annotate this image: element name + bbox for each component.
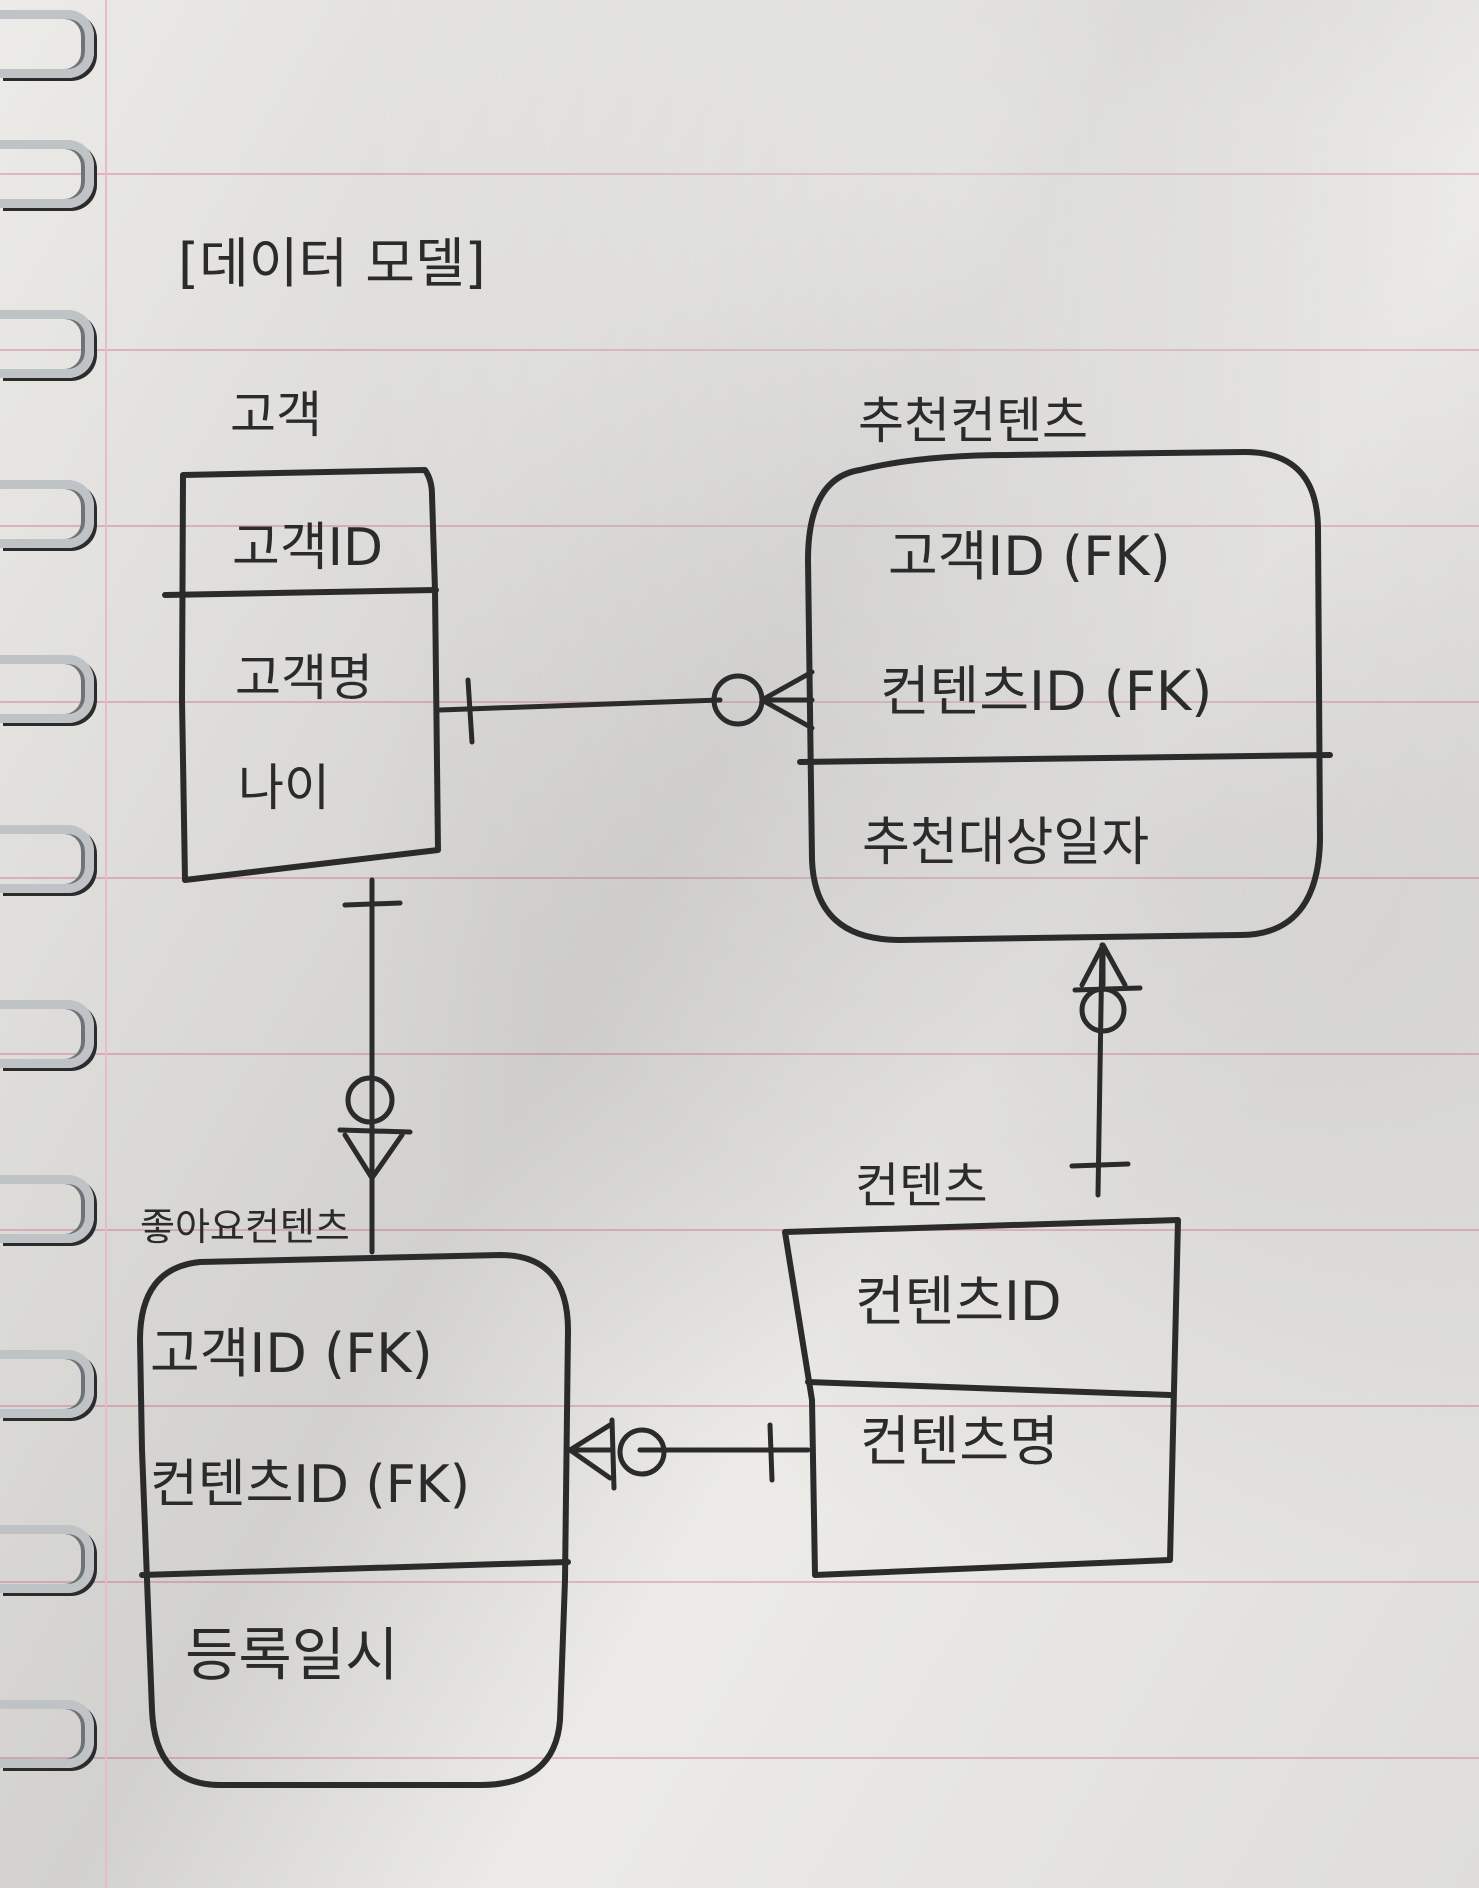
entity-recommended-box	[805, 449, 1323, 943]
spiral-ring	[0, 1525, 94, 1593]
zero-circle-marker	[345, 1075, 395, 1125]
entity-liked-key: 고객ID (FK)	[150, 1322, 433, 1385]
spiral-ring	[0, 310, 94, 378]
spiral-ring	[0, 1700, 94, 1768]
entity-content-attr: 컨텐츠명	[860, 1410, 1059, 1473]
entity-content-name: 컨텐츠	[855, 1158, 987, 1214]
entity-customer: 고객 고객ID 고객명 나이	[162, 386, 441, 883]
crows-foot-marker	[1072, 942, 1143, 993]
entity-liked-box	[137, 1252, 571, 1788]
entity-content: 컨텐츠 컨텐츠ID 컨텐츠명	[782, 1158, 1181, 1578]
entity-customer-divider	[162, 587, 439, 598]
spiral-ring	[0, 10, 94, 78]
entity-recommended-name: 추천컨텐츠	[858, 392, 1088, 450]
margin-line	[105, 0, 107, 1888]
relationship-line	[437, 697, 723, 713]
spiral-ring	[0, 1350, 94, 1418]
spiral-ring	[0, 480, 94, 548]
relationship-customer-recommended	[437, 669, 815, 745]
entity-content-key: 컨텐츠ID	[855, 1270, 1062, 1333]
spiral-ring	[0, 1000, 94, 1068]
entity-customer-attr: 나이	[238, 759, 330, 817]
entity-liked-name: 좋아요컨텐츠	[140, 1205, 350, 1249]
relationship-customer-liked	[337, 877, 413, 1255]
spiral-ring	[0, 1175, 94, 1243]
spiral-ring	[0, 825, 94, 893]
entity-recommended: 추천컨텐츠 고객ID (FK) 컨텐츠ID (FK) 추천대상일자	[797, 392, 1333, 943]
entity-content-divider	[805, 1379, 1173, 1398]
diagram-title: [데이터 모델]	[178, 232, 486, 295]
entity-customer-key: 고객ID	[232, 518, 383, 578]
entity-customer-attr: 고객명	[235, 649, 373, 707]
entity-recommended-attr: 추천대상일자	[862, 813, 1149, 873]
entity-recommended-key: 컨텐츠ID (FK)	[880, 660, 1212, 723]
relationship-content-recommended	[1069, 942, 1143, 1198]
entity-liked-key: 컨텐츠ID (FK)	[150, 1455, 470, 1515]
entity-content-box	[782, 1217, 1181, 1578]
one-bar-marker	[465, 677, 475, 745]
entity-customer-box	[179, 467, 441, 883]
crows-foot-marker	[759, 669, 815, 731]
entity-liked: 좋아요컨텐츠 고객ID (FK) 컨텐츠ID (FK) 등록일시	[137, 1205, 571, 1788]
relationship-content-liked	[567, 1417, 811, 1491]
spiral-ring	[0, 655, 94, 723]
entity-liked-divider	[139, 1559, 571, 1578]
crows-foot-marker	[567, 1417, 617, 1491]
entity-recommended-divider	[797, 752, 1333, 765]
one-bar-marker	[1069, 1161, 1131, 1169]
entity-liked-attr: 등록일시	[185, 1621, 398, 1689]
entity-customer-name: 고객	[230, 386, 322, 444]
crows-foot-marker	[337, 1127, 413, 1181]
spiral-ring	[0, 140, 94, 208]
one-bar-marker	[767, 1422, 775, 1483]
entity-recommended-key: 고객ID (FK)	[888, 525, 1171, 588]
zero-circle-marker	[617, 1427, 667, 1477]
one-bar-marker	[342, 900, 403, 908]
